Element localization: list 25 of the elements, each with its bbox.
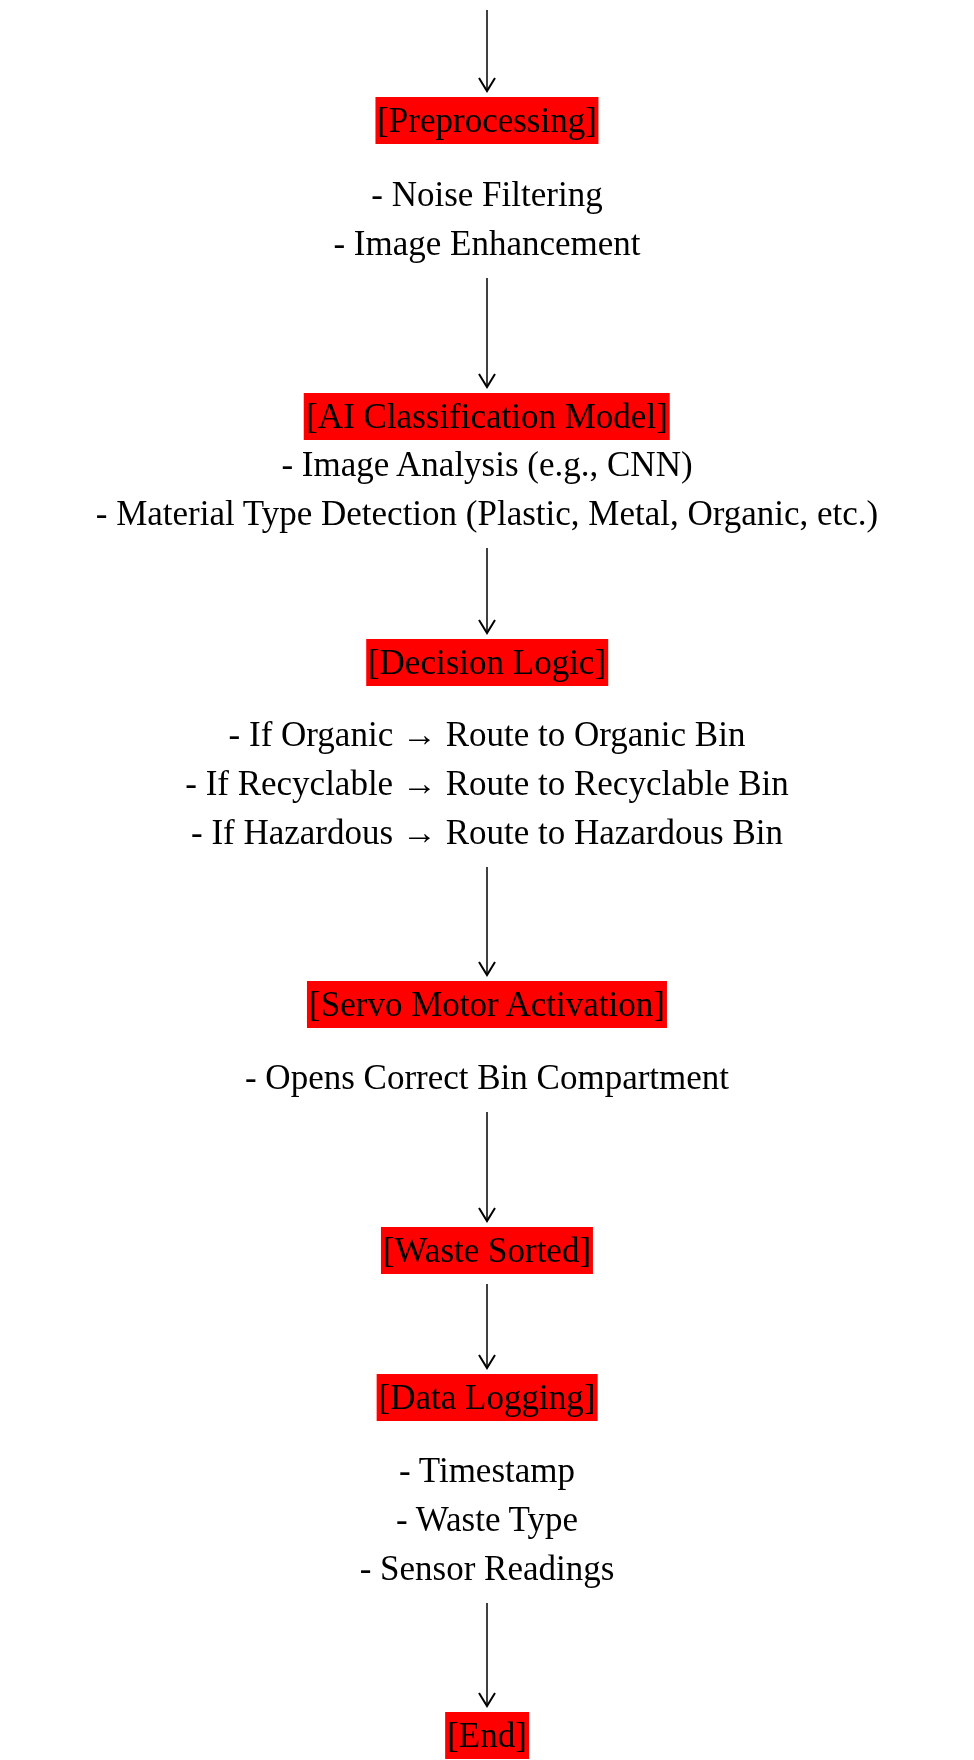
step-detail: - Material Type Detection (Plastic, Metal, Organic, etc.) — [95, 493, 879, 535]
arrow — [478, 1602, 496, 1707]
arrow — [478, 1111, 496, 1222]
step-label: [End] — [445, 1712, 529, 1759]
arrow — [478, 866, 496, 976]
step-detail: - If Hazardous → Route to Hazardous Bin — [191, 812, 783, 854]
step-label: [Data Logging] — [376, 1374, 598, 1421]
step-label: [Waste Sorted] — [380, 1227, 594, 1274]
step-detail: - If Organic → Route to Organic Bin — [228, 714, 746, 756]
step-detail: - Noise Filtering — [371, 174, 603, 216]
step-label: [AI Classification Model] — [304, 393, 670, 440]
step-detail: - Image Enhancement — [333, 223, 641, 265]
step-detail: - If Recyclable → Route to Recyclable Bin — [185, 763, 789, 805]
arrow — [478, 9, 496, 92]
step-detail: - Waste Type — [396, 1499, 578, 1541]
step-label: [Decision Logic] — [365, 639, 609, 686]
arrow — [478, 277, 496, 388]
arrow — [478, 547, 496, 634]
arrow — [478, 1283, 496, 1369]
step-detail: - Image Analysis (e.g., CNN) — [281, 444, 693, 486]
step-detail: - Opens Correct Bin Compartment — [244, 1057, 730, 1099]
step-detail: - Sensor Readings — [359, 1548, 615, 1590]
step-label: [Servo Motor Activation] — [307, 981, 667, 1028]
step-label: [Preprocessing] — [375, 97, 599, 144]
step-detail: - Timestamp — [399, 1450, 575, 1492]
